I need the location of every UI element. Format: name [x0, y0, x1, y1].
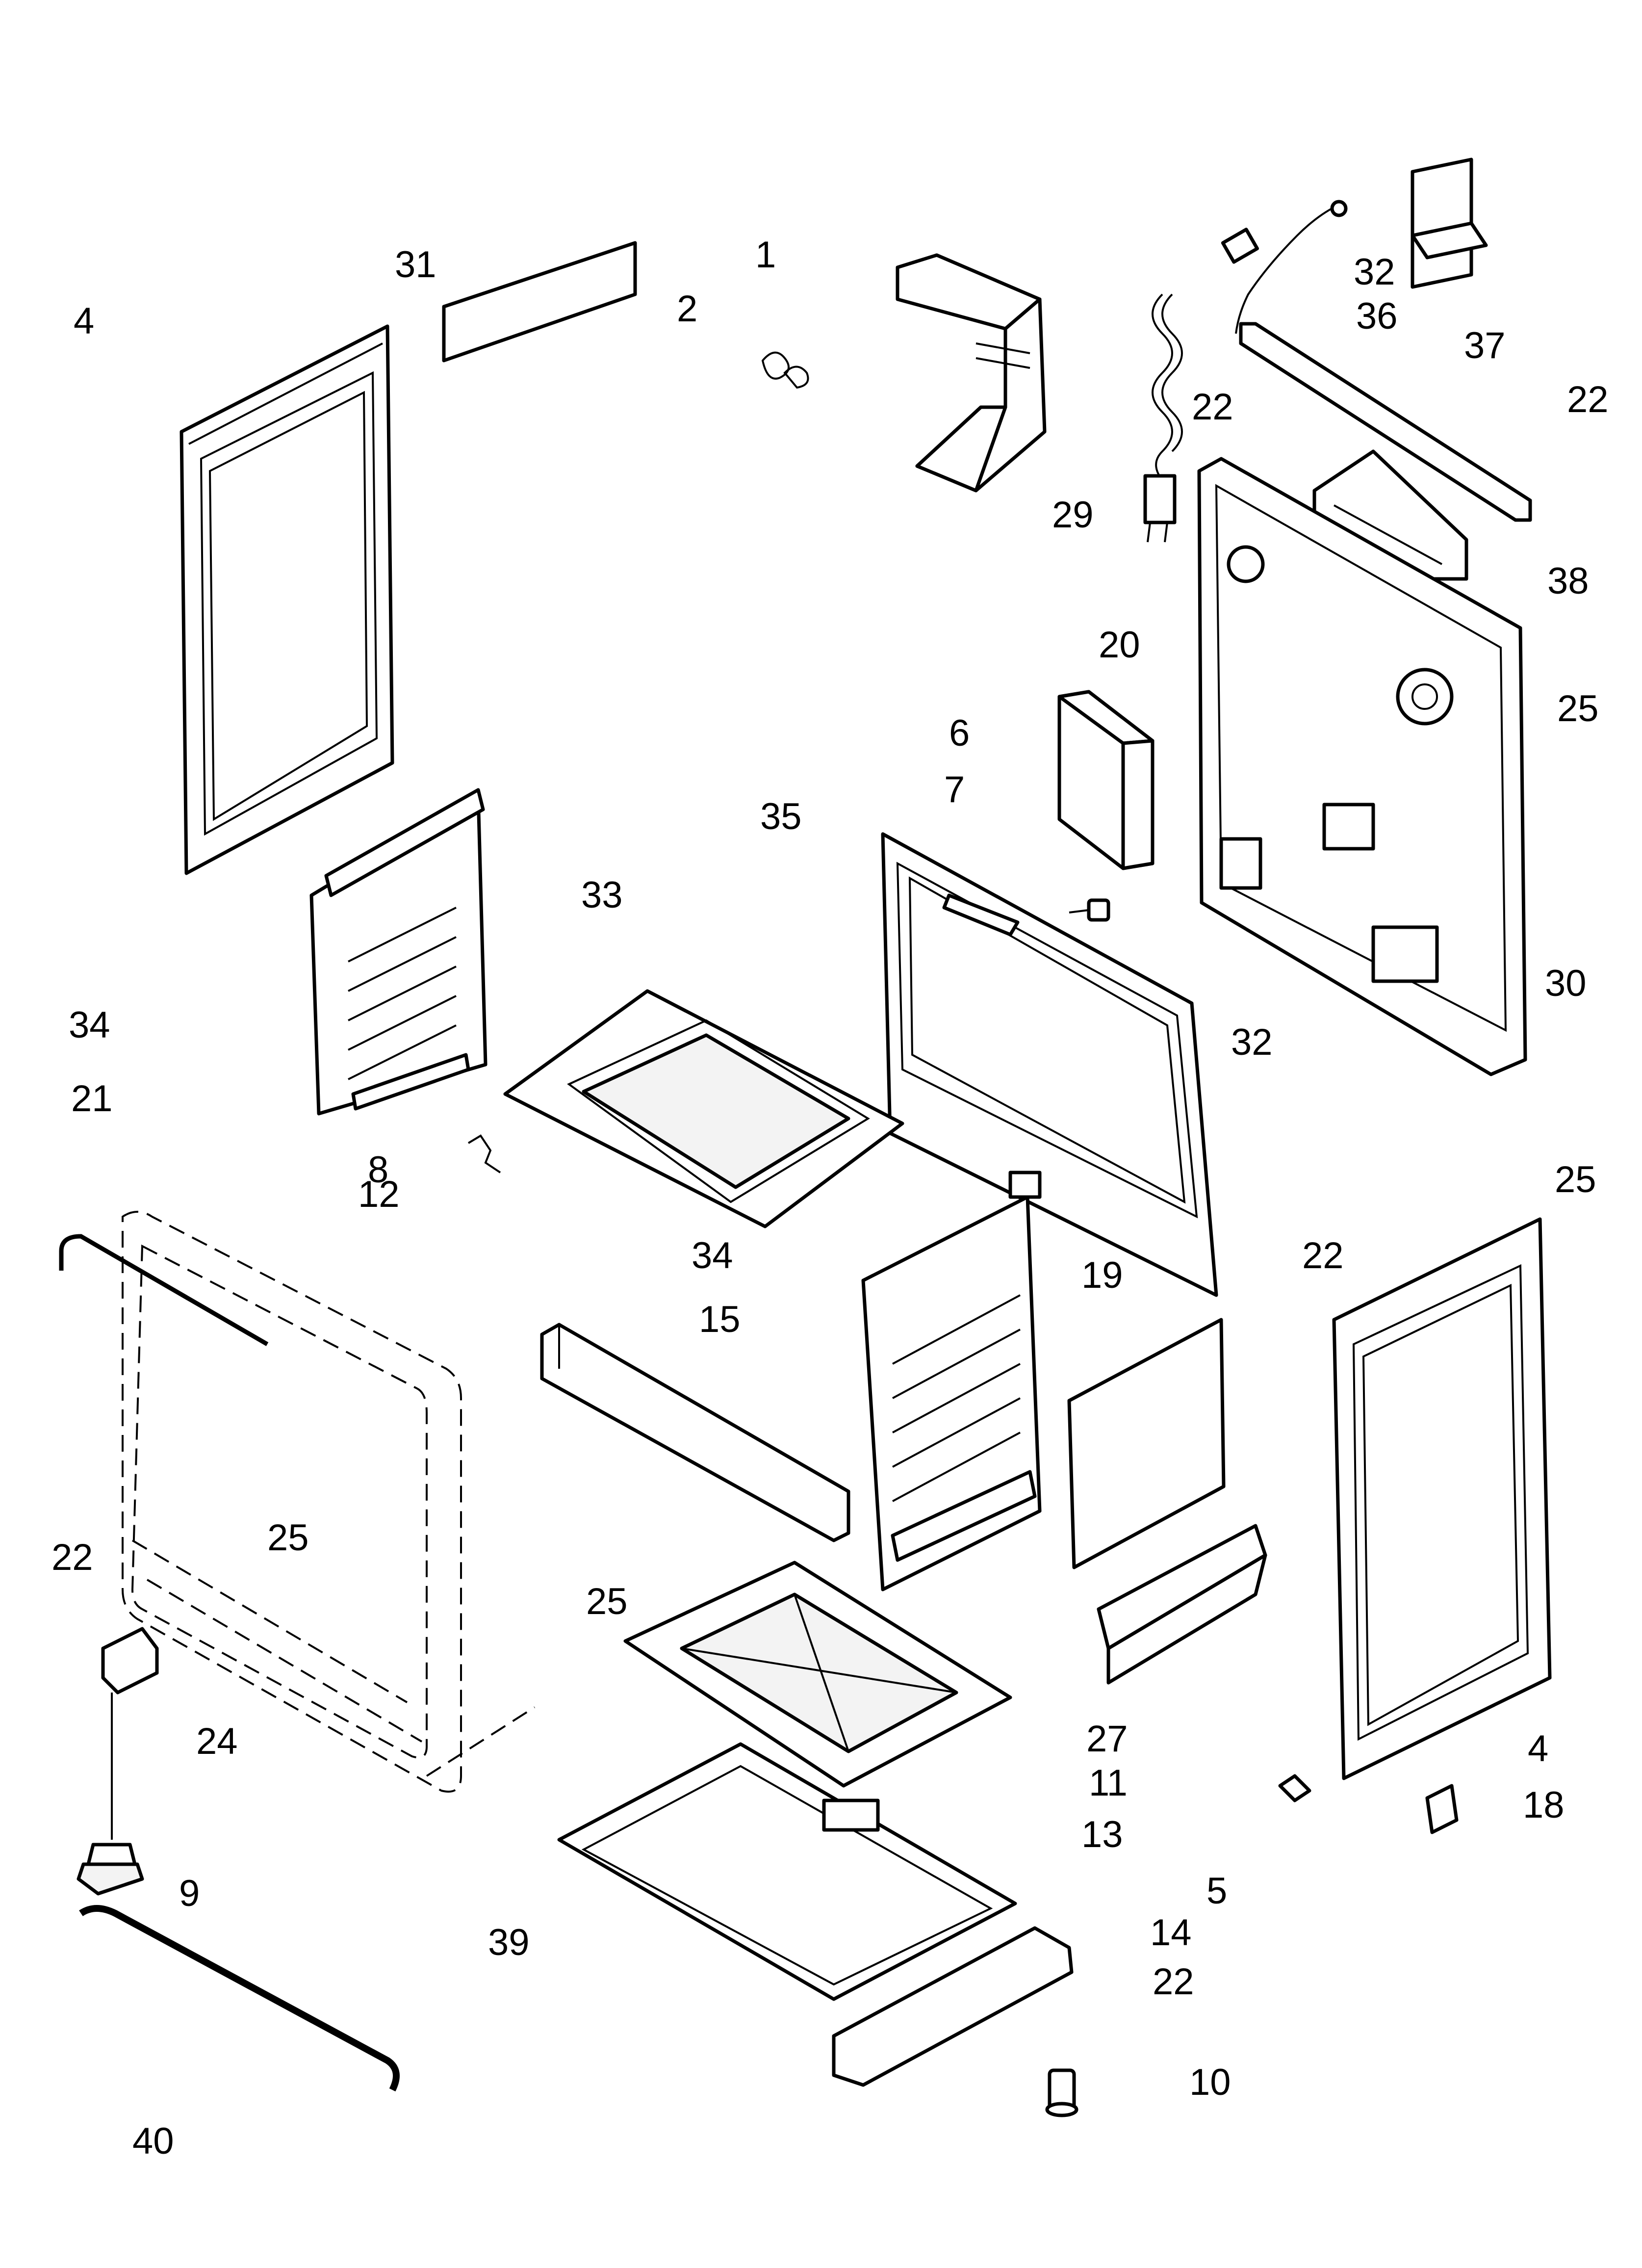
- part-latch-clip: [1278, 1774, 1311, 1802]
- part-rear-panel: [1197, 457, 1527, 1076]
- callout-20: 20: [1099, 624, 1140, 666]
- part-vent-duct: [896, 253, 1047, 493]
- part-kick-trim: [1097, 1524, 1267, 1685]
- callout-12: 12: [358, 1173, 400, 1215]
- callout-6: 6: [949, 712, 970, 754]
- part-oven-bottom: [503, 989, 904, 1228]
- part-support-rod: [1239, 322, 1532, 522]
- callout-8: 8: [368, 1149, 388, 1191]
- callout-7: 7: [944, 769, 965, 810]
- part-trim-strip: [540, 1323, 850, 1542]
- part-leveling-bracket: [101, 1627, 159, 1694]
- callout-27: 27: [1086, 1718, 1128, 1760]
- callout-19: 19: [1081, 1254, 1123, 1296]
- callout-25: 25: [1557, 688, 1599, 730]
- callout-29: 29: [1052, 494, 1094, 536]
- callout-labels: 1 2 4 4 5 6 7 8 9 10 11 12 13 14 15 18 1…: [51, 234, 1609, 2162]
- part-rack-support-right: [861, 1195, 1042, 1591]
- callout-21: 21: [71, 1078, 113, 1120]
- callout-10: 10: [1189, 2061, 1231, 2103]
- callout-13: 13: [1081, 1814, 1123, 1855]
- callout-22: 22: [1192, 386, 1233, 428]
- callout-32: 32: [1354, 251, 1395, 293]
- part-leveling-leg: [77, 1693, 144, 1896]
- part-bottom-trim: [79, 1905, 400, 2092]
- callout-35: 35: [760, 796, 802, 837]
- part-small-clip: [467, 1134, 501, 1173]
- callout-25: 25: [586, 1581, 628, 1622]
- callout-1: 1: [755, 234, 776, 276]
- callout-25: 25: [267, 1517, 309, 1559]
- callout-5: 5: [1206, 1870, 1227, 1912]
- callout-9: 9: [179, 1873, 200, 1914]
- callout-31: 31: [395, 244, 436, 286]
- callout-38: 38: [1547, 560, 1589, 602]
- callout-18: 18: [1523, 1784, 1565, 1826]
- part-bracket: [1411, 157, 1488, 289]
- part-insulation-sheet: [1067, 1318, 1226, 1569]
- callout-36: 36: [1356, 295, 1398, 337]
- callout-39: 39: [488, 1922, 530, 1963]
- callout-22: 22: [1302, 1235, 1344, 1277]
- part-label-strip: [442, 241, 637, 363]
- callout-11: 11: [1089, 1762, 1128, 1804]
- callout-34: 34: [69, 1004, 110, 1046]
- part-retainer: [1425, 1784, 1459, 1834]
- callout-4: 4: [1528, 1728, 1548, 1770]
- callout-14: 14: [1150, 1912, 1192, 1954]
- part-wire-clip: [761, 351, 809, 389]
- callout-30: 30: [1545, 963, 1587, 1004]
- part-broiler-pan: [623, 1561, 1012, 1788]
- part-screw: [1069, 898, 1110, 922]
- part-gasket: [59, 1234, 269, 1346]
- part-front-frame-dashed: [122, 1211, 536, 1793]
- part-front-frame: [881, 832, 1218, 1297]
- callout-24: 24: [196, 1721, 238, 1762]
- part-side-panel-left: [180, 324, 394, 875]
- callout-40: 40: [132, 2120, 174, 2162]
- callout-2: 2: [677, 288, 697, 330]
- callout-34: 34: [692, 1235, 733, 1277]
- part-drawer-rail: [832, 1926, 1074, 2087]
- part-storage-drawer: [557, 1742, 1017, 2001]
- callout-22: 22: [1567, 379, 1609, 420]
- part-retainer-clip: [942, 893, 1020, 937]
- callout-15: 15: [699, 1299, 741, 1340]
- callout-25: 25: [1555, 1159, 1596, 1200]
- callout-22: 22: [1153, 1961, 1194, 2003]
- part-leveling-foot-right: [1045, 2068, 1078, 2117]
- callout-33: 33: [581, 874, 623, 916]
- part-side-panel-right: [1332, 1217, 1552, 1780]
- callout-22: 22: [51, 1537, 93, 1578]
- callout-4: 4: [74, 300, 94, 342]
- callout-37: 37: [1464, 325, 1506, 366]
- part-power-cord: [1143, 200, 1348, 543]
- part-rack-support-left: [309, 788, 487, 1116]
- part-insulation-block: [1057, 690, 1155, 870]
- callout-32: 32: [1231, 1021, 1273, 1063]
